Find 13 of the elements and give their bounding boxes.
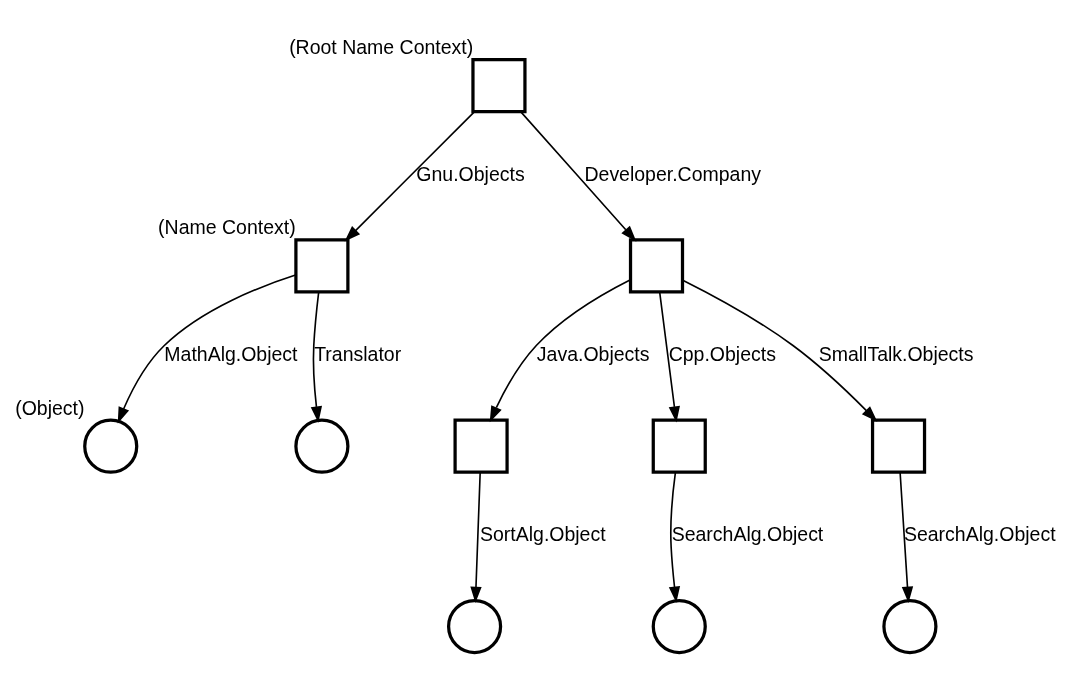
edge-label: Java.Objects [536,343,650,366]
edge-label: Developer.Company [584,162,762,185]
edge-label: Gnu.Objects [416,162,525,185]
edge-label: MathAlg.Object [164,343,298,366]
edge-label: Cpp.Objects [668,343,776,366]
node-label: (Name Context) [158,216,296,239]
node-label: (Root Name Context) [289,36,474,59]
edge-label: Translator [314,343,402,366]
edge-label: SearchAlg.Object [671,523,824,546]
edge-label: SearchAlg.Object [903,523,1056,546]
node-label: (Object) [15,396,85,419]
edge-label: SmallTalk.Objects [818,343,974,366]
edge-label: SortAlg.Object [480,523,606,546]
